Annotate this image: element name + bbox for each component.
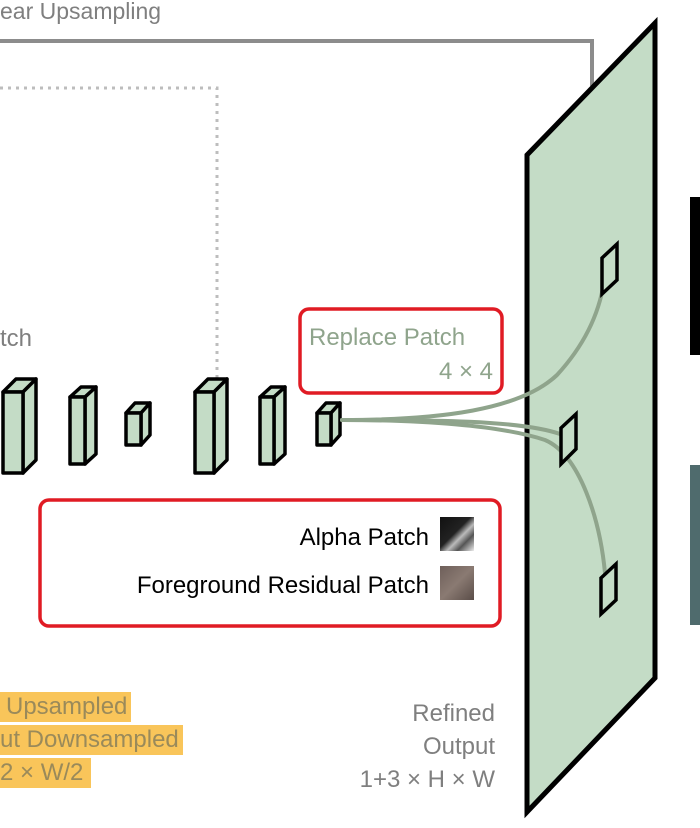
patch-5 [258, 385, 287, 466]
residual-patch-thumbnail [440, 566, 474, 600]
replace-patch-box [298, 307, 504, 395]
residual-patch-label: Foreground Residual Patch [136, 572, 429, 599]
output-patch-top [600, 239, 619, 299]
patch-label-partial: tch [0, 325, 33, 352]
patch-1 [1, 377, 38, 475]
output-patch-bottom [599, 559, 618, 619]
legend-box [38, 498, 502, 628]
feature-patches [1, 377, 342, 475]
output-patch-middle [559, 409, 578, 469]
bottom-left-line3: 2 × W/2 [0, 758, 92, 788]
output-patches [559, 239, 619, 619]
patch-3 [124, 401, 152, 447]
image-strip-bottom [690, 465, 700, 625]
replace-patch-title: Replace Patch [309, 324, 466, 351]
image-strip-top [690, 197, 700, 355]
alpha-patch-thumbnail [440, 517, 474, 551]
output-label-line2: Output [422, 733, 495, 760]
replace-arrows [340, 280, 607, 575]
upsampling-label: ear Upsampling [0, 0, 162, 24]
patch-4 [193, 377, 229, 475]
patch-2 [68, 385, 98, 466]
bottom-left-line1-wrap: Upsampled [0, 692, 132, 722]
skip-dotted-line [0, 86, 219, 378]
patch-6 [315, 401, 342, 447]
upsampling-line [0, 39, 594, 86]
output-dimensions: 1+3 × H × W [359, 766, 495, 793]
replace-patch-size: 4 × 4 [438, 358, 493, 385]
alpha-patch-label: Alpha Patch [299, 524, 429, 551]
arrow-to-top-patch [340, 280, 606, 422]
bottom-left-line1: Upsampled [0, 692, 132, 722]
bottom-left-line3-wrap: 2 × W/2 [0, 758, 92, 788]
bottom-left-line2-wrap: ut Downsampled [0, 725, 183, 755]
arrow-to-bottom-patch [340, 418, 607, 575]
bottom-left-line2: ut Downsampled [0, 725, 183, 755]
refined-output-panel [524, 16, 658, 819]
output-label-line1: Refined [412, 700, 495, 727]
